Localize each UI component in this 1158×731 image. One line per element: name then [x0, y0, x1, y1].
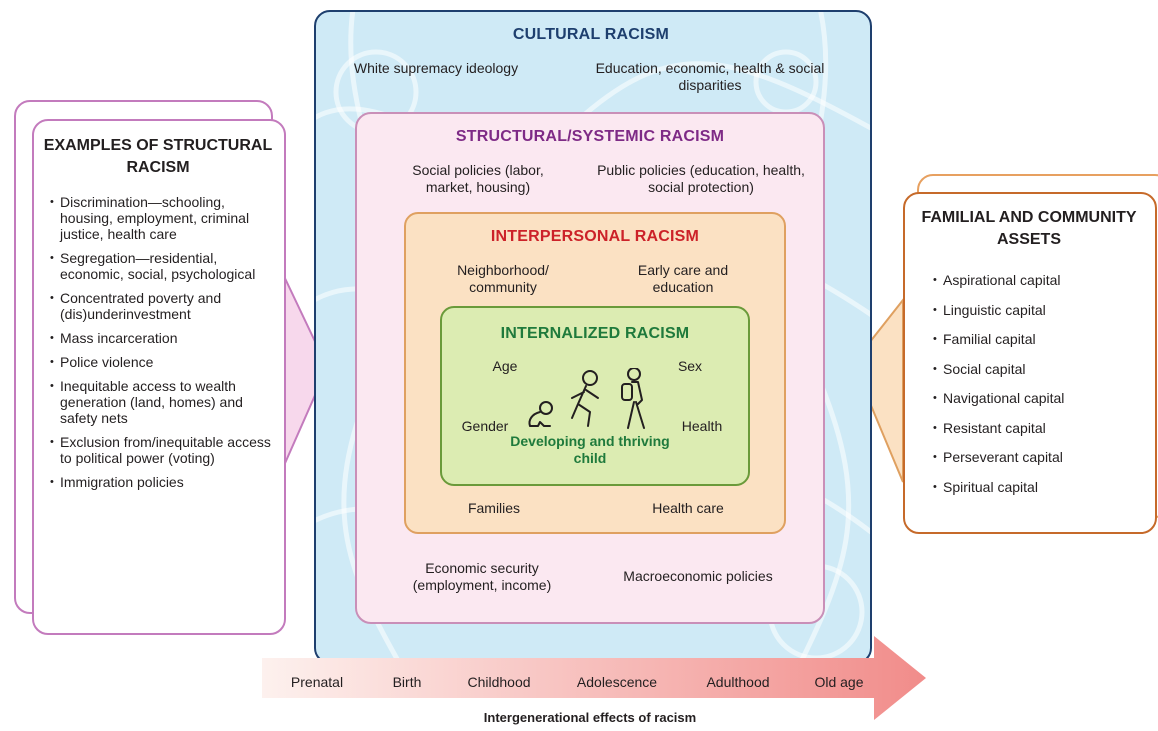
asset-item: Resistant capital [933, 420, 1133, 437]
timeline-arrow [262, 636, 926, 720]
interpersonal-title: INTERPERSONAL RACISM [490, 228, 700, 245]
baby-icon [528, 401, 553, 427]
structural-item: Economic security (employment, income) [412, 560, 552, 593]
example-item: Police violence [50, 354, 278, 370]
internalized-item: Age [492, 358, 518, 374]
example-item: Segregation—residential, economic, socia… [50, 250, 278, 282]
timeline-caption: Intergenerational effects of racism [483, 710, 697, 725]
example-item: Mass incarceration [50, 330, 278, 346]
structural-item: Macroeconomic policies [623, 568, 773, 584]
example-item: Immigration policies [50, 474, 278, 490]
cultural-item: White supremacy ideology [353, 60, 519, 76]
example-item: Discrimination—schooling, housing, emplo… [50, 194, 278, 242]
internalized-racism-box [440, 306, 750, 486]
internalized-item: Sex [677, 358, 703, 374]
asset-item: Aspirational capital [933, 272, 1133, 289]
interpersonal-item: Early care and education [637, 262, 729, 295]
assets-list: Aspirational capital Linguistic capital … [933, 272, 1133, 508]
timeline-stage: Childhood [467, 674, 531, 690]
timeline-stage: Birth [392, 674, 422, 690]
child-figures-icon [528, 368, 645, 429]
example-item: Exclusion from/inequitable access to pol… [50, 434, 278, 466]
timeline-stage: Adolescence [576, 674, 658, 690]
child-label: Developing and thriving child [510, 433, 670, 466]
internalized-title: INTERNALIZED RACISM [500, 325, 690, 342]
examples-title: EXAMPLES OF STRUCTURAL RACISM [43, 137, 273, 176]
asset-item: Linguistic capital [933, 302, 1133, 319]
asset-item: Navigational capital [933, 390, 1133, 407]
asset-item: Perseverant capital [933, 449, 1133, 466]
asset-item: Social capital [933, 361, 1133, 378]
walking-child-icon [621, 368, 645, 429]
cultural-title: CULTURAL RACISM [512, 26, 670, 43]
timeline-stage: Adulthood [706, 674, 770, 690]
timeline-stage: Old age [814, 674, 864, 690]
internalized-item: Health [681, 418, 723, 434]
interpersonal-item: Health care [652, 500, 724, 516]
internalized-item: Gender [461, 418, 509, 434]
timeline-stage: Prenatal [290, 674, 344, 690]
assets-title: FAMILIAL AND COMMUNITY ASSETS [921, 209, 1137, 248]
structural-title: STRUCTURAL/SYSTEMIC RACISM [455, 128, 725, 145]
asset-item: Spiritual capital [933, 479, 1133, 496]
structural-item: Public policies (education, health, soci… [597, 162, 805, 195]
interpersonal-item: Neighborhood/ community [457, 262, 549, 295]
asset-item: Familial capital [933, 331, 1133, 348]
structural-item: Social policies (labor, market, housing) [412, 162, 544, 195]
interpersonal-item: Families [467, 500, 521, 516]
examples-list: Discrimination—schooling, housing, emplo… [50, 194, 278, 498]
running-child-icon [571, 370, 599, 427]
example-item: Concentrated poverty and (dis)underinves… [50, 290, 278, 322]
cultural-item: Education, economic, health & social dis… [595, 60, 825, 93]
example-item: Inequitable access to wealth generation … [50, 378, 278, 426]
